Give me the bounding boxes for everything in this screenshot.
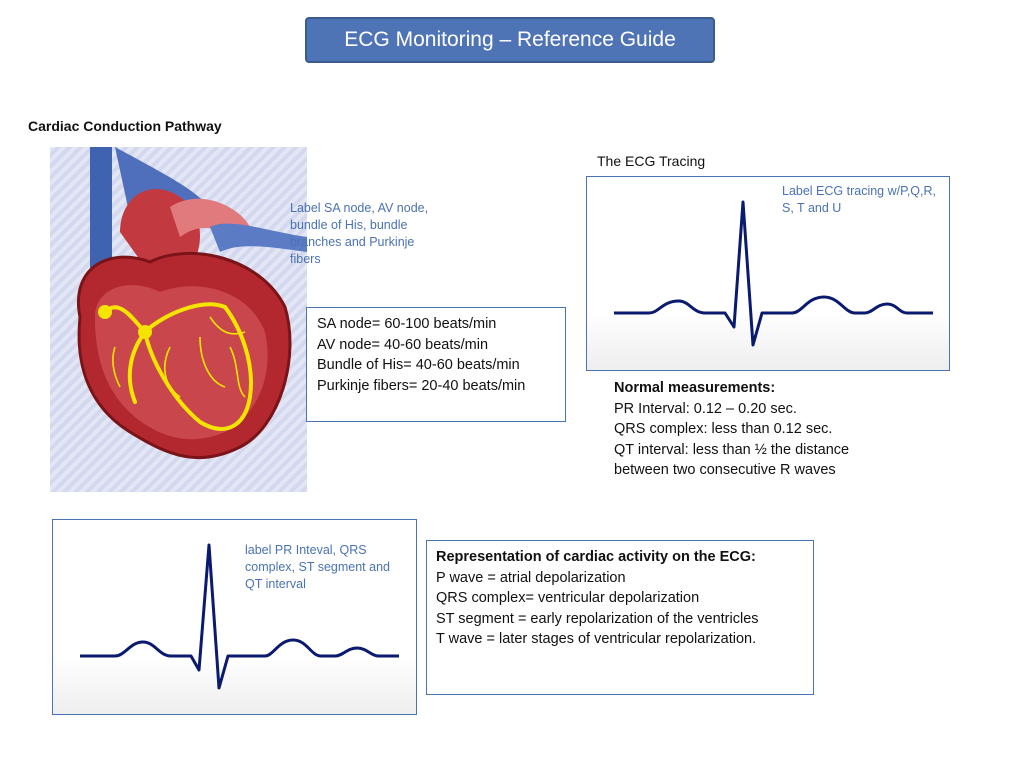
representation-heading: Representation of cardiac activity on th… [436, 549, 756, 565]
tracing-heading: The ECG Tracing [597, 153, 706, 169]
pr-interval: PR Interval: 0.12 – 0.20 sec. [614, 400, 797, 417]
heart-rates-box: SA node= 60-100 beats/min AV node= 40-60… [306, 307, 566, 422]
representation-list: Representation of cardiac activity on th… [436, 547, 804, 650]
normal-measurements: Normal measurements: PR Interval: 0.12 –… [614, 378, 904, 481]
heart-image [77, 147, 307, 460]
rate-sa-node: SA node= 60-100 beats/min [317, 316, 497, 332]
qrs-complex: QRS complex: less than 0.12 sec. [614, 421, 833, 437]
qt-interval: QT interval: less than ½ the distance be… [614, 441, 850, 479]
qrs-line: QRS complex= ventricular depolarization [436, 590, 700, 606]
representation-box: Representation of cardiac activity on th… [426, 540, 814, 695]
p-wave-line: P wave = atrial depolarization [436, 569, 626, 586]
ecg-interval-panel [52, 519, 417, 715]
rates-list: SA node= 60-100 beats/min AV node= 40-60… [317, 314, 555, 396]
t-wave-line: T wave = later stages of ventricular rep… [436, 631, 757, 647]
page-title-text: ECG Monitoring – Reference Guide [344, 28, 676, 51]
tracing-hint: Label ECG tracing w/P,Q,R, S, T and U [782, 184, 937, 215]
conduction-heading: Cardiac Conduction Pathway [28, 118, 222, 134]
page-title: ECG Monitoring – Reference Guide [305, 17, 715, 63]
ecg-waveform-1 [614, 200, 933, 347]
heart-illustration [50, 147, 307, 492]
interval-hint: label PR Inteval, QRS complex, ST segmen… [245, 543, 390, 591]
measurements-heading: Normal measurements: [614, 380, 776, 396]
rate-purkinje: Purkinje fibers= 20-40 beats/min [317, 377, 526, 394]
rate-bundle-of-his: Bundle of His= 40-60 beats/min [317, 357, 520, 373]
conduction-hint: Label SA node, AV node, bundle of His, b… [290, 201, 429, 266]
st-segment-line: ST segment = early repolarization of the… [436, 610, 759, 627]
ecg-tracing-panel [586, 176, 950, 371]
ecg-waveform-2 [80, 543, 399, 690]
rate-av-node: AV node= 40-60 beats/min [317, 336, 489, 353]
